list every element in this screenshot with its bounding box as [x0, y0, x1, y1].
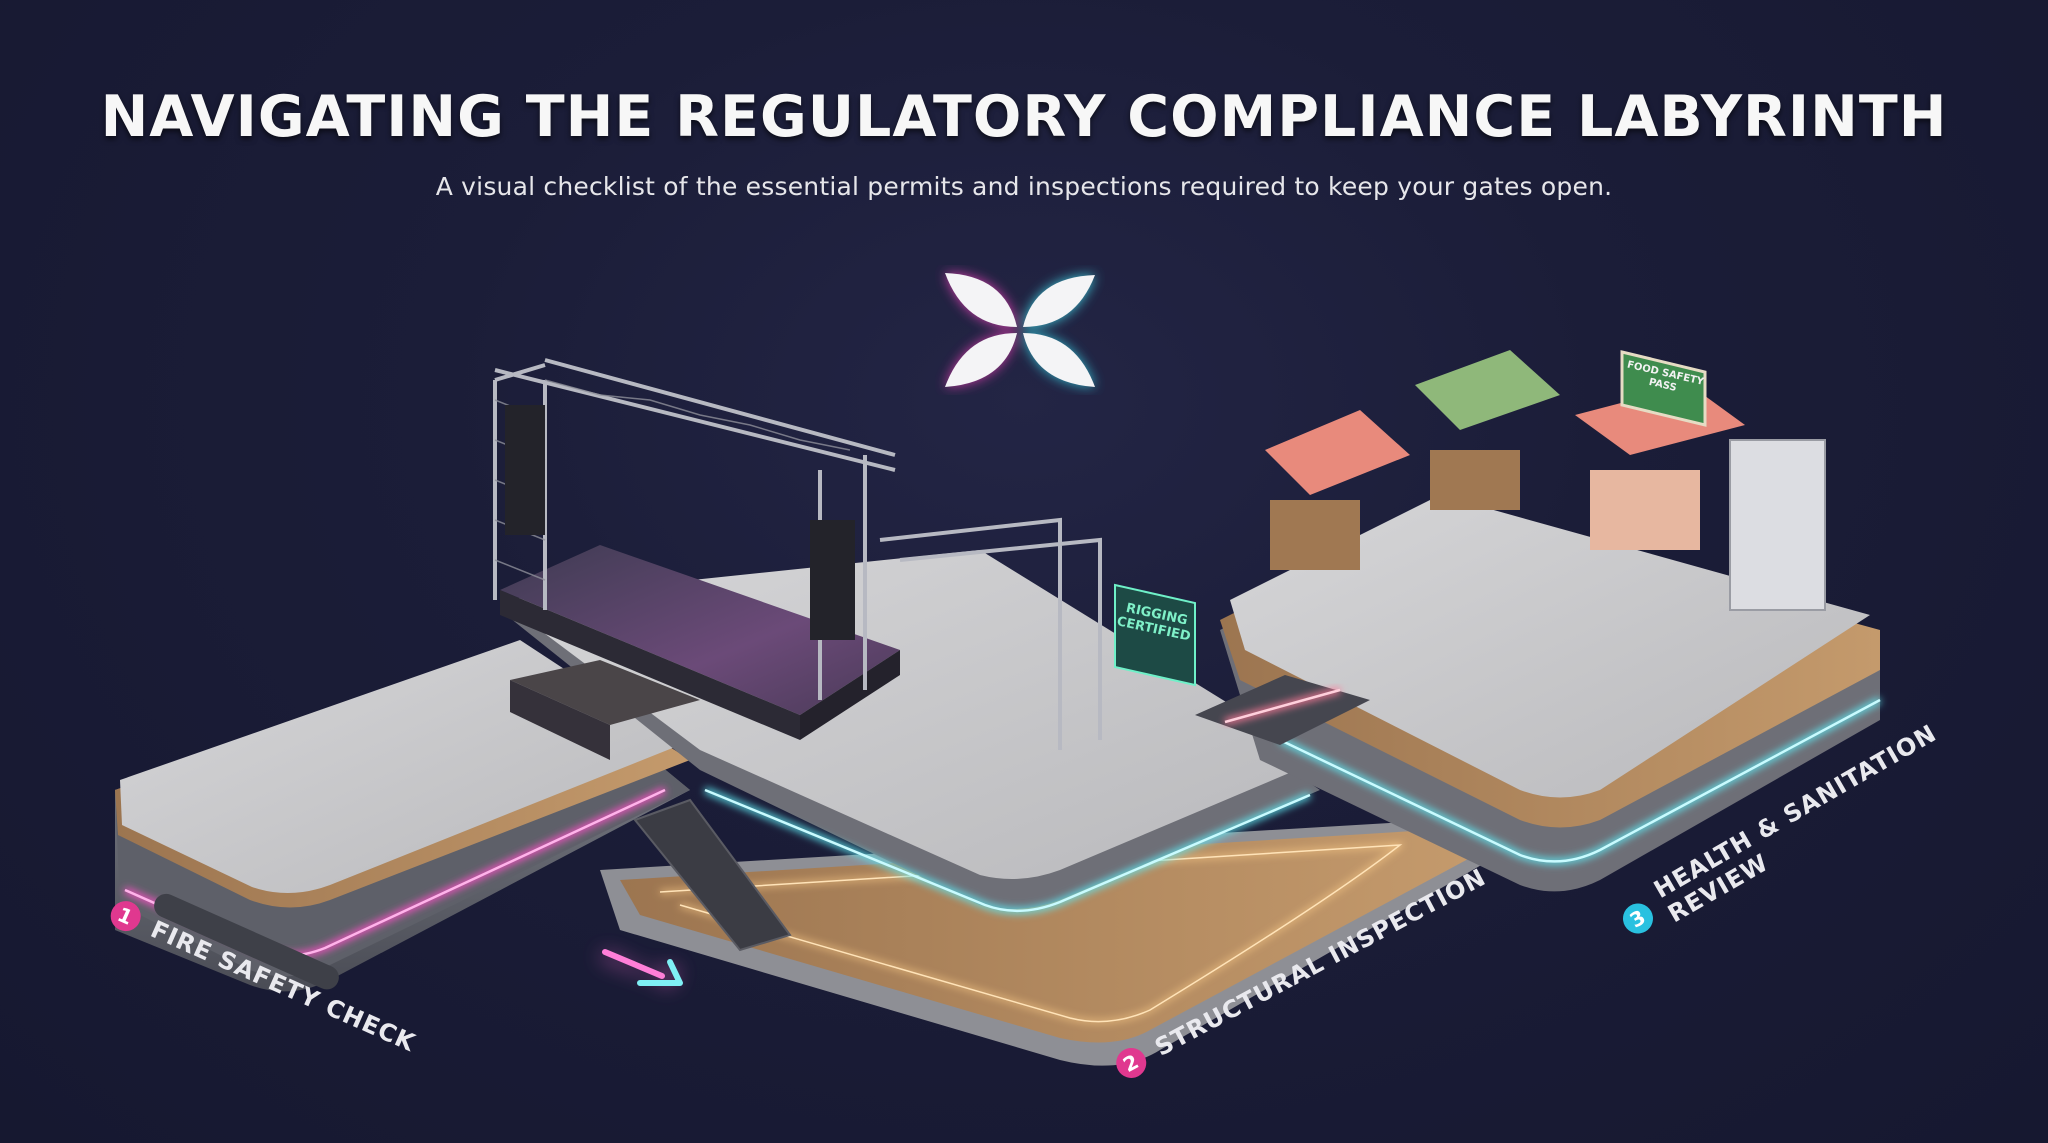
- cable-ramp: [633, 798, 792, 952]
- page-title: NAVIGATING THE REGULATORY COMPLIANCE LAB…: [100, 84, 1948, 150]
- structural-stage-platform: [493, 358, 1320, 914]
- four-petal-logo-icon: [945, 273, 1095, 387]
- access-ramp: [1195, 675, 1370, 745]
- direction-arrow-icon: [600, 949, 683, 990]
- page-subtitle: A visual checklist of the essential perm…: [435, 172, 1613, 201]
- health-sanitation-platform: [1220, 350, 1882, 892]
- food-stalls: [1265, 350, 1826, 611]
- structural-base-track: [600, 820, 1490, 1066]
